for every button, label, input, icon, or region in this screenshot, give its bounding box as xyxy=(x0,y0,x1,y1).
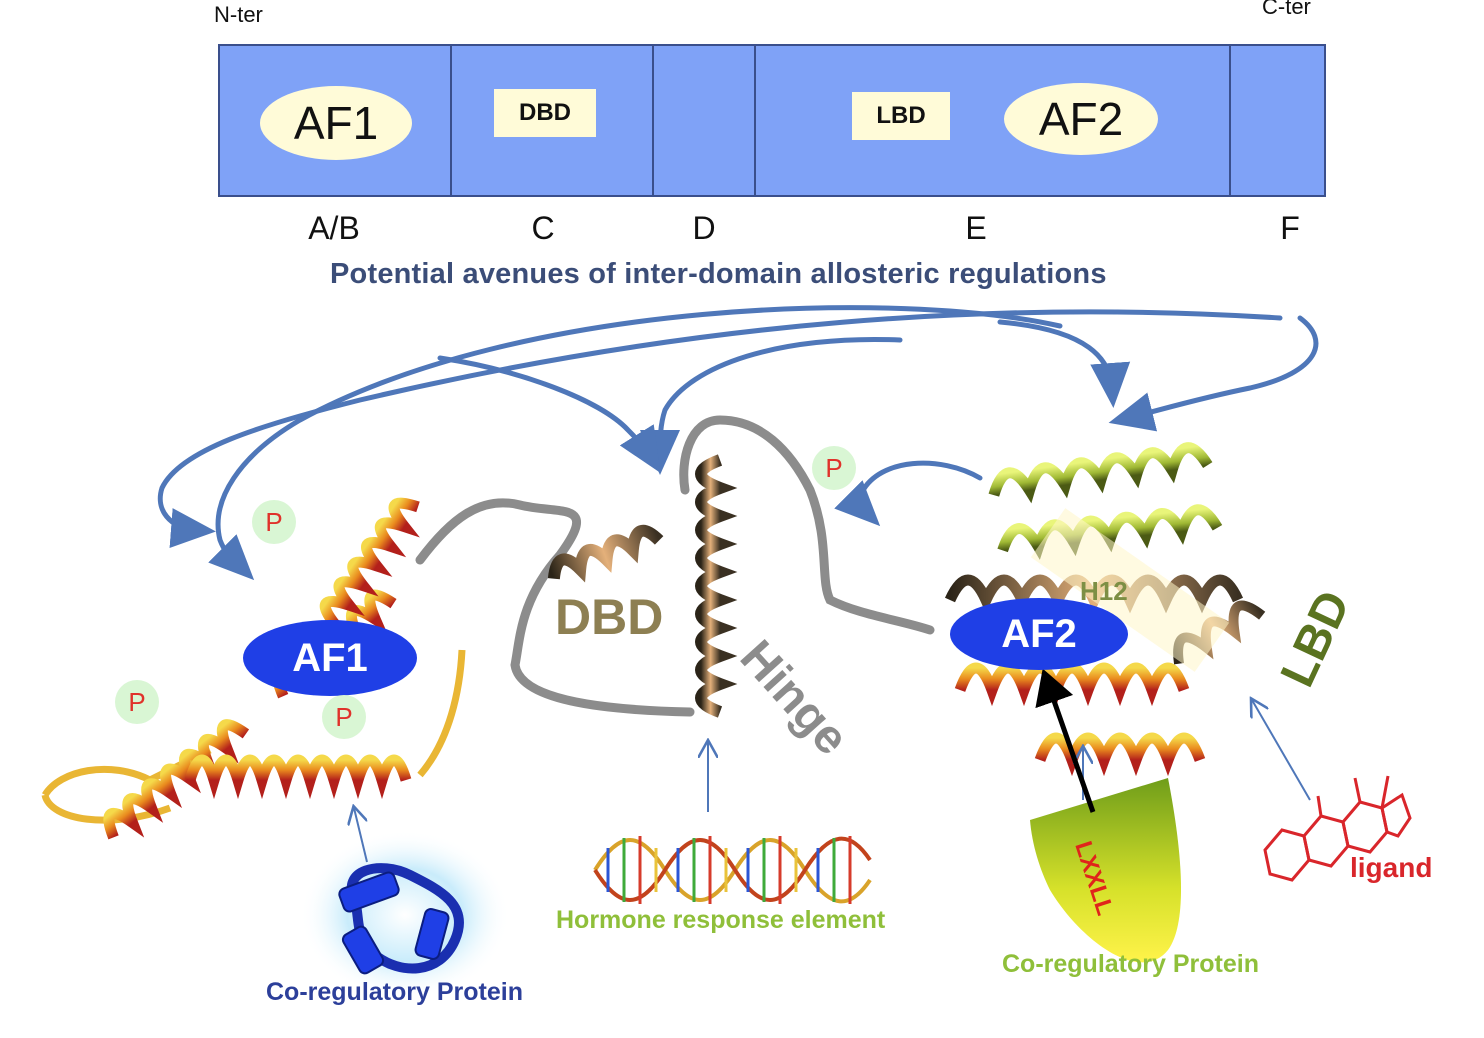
domain-letter-f: F xyxy=(1280,210,1300,246)
domain-divider xyxy=(1229,46,1231,195)
binding-arrow xyxy=(354,808,368,863)
allosteric-arrow xyxy=(208,305,1063,581)
dbd-helix xyxy=(547,524,664,583)
subtitle: Potential avenues of inter-domain allost… xyxy=(330,258,1107,290)
af1-structure-label: AF1 xyxy=(243,620,417,696)
domain-letter-e: E xyxy=(965,210,987,246)
domain-divider xyxy=(450,46,452,195)
af1-coil xyxy=(41,793,172,824)
af2-structure-label: AF2 xyxy=(950,598,1128,670)
dbd-helix xyxy=(695,454,738,718)
dna-strand xyxy=(593,838,872,904)
ligand-bond xyxy=(1353,777,1362,803)
coregulator-cylinder xyxy=(338,871,400,913)
af1-helix xyxy=(103,719,250,840)
allosteric-arrow xyxy=(157,309,1283,549)
af1-helix xyxy=(319,497,420,629)
dna-helix xyxy=(593,836,872,904)
af1-domain-label: AF1 xyxy=(260,86,412,160)
hre-caption: Hormone response element xyxy=(556,906,886,934)
coregulator-right-graphic xyxy=(1030,778,1182,963)
domain-divider xyxy=(652,46,654,195)
domain-divider xyxy=(754,46,756,195)
h12-highlight xyxy=(1030,508,1230,672)
allosteric-arrow xyxy=(834,460,983,527)
lbd-helix xyxy=(1034,732,1206,777)
c-terminus-label: C-ter xyxy=(1262,0,1311,19)
dna-strand xyxy=(593,836,872,902)
allosteric-arrow xyxy=(1108,315,1319,432)
af1-helix xyxy=(184,754,412,800)
lbd-domain-label: LBD xyxy=(852,92,950,140)
dbd-structure-label: DBD xyxy=(555,589,664,645)
coregulator-right-caption: Co-regulatory Protein xyxy=(1002,950,1259,978)
allosteric-arrow xyxy=(437,355,661,473)
phosphorylation-site: P xyxy=(812,446,856,490)
coregulator-left-graphic xyxy=(300,830,510,1000)
domain-letter-d: D xyxy=(692,210,716,246)
phosphorylation-site: P xyxy=(322,695,366,739)
coregulator-cylinder xyxy=(341,925,385,975)
coregulator-cylinder xyxy=(414,908,450,960)
linker-loop xyxy=(679,415,935,635)
domain-letter-c: C xyxy=(531,210,555,246)
n-terminus-label: N-ter xyxy=(214,2,263,27)
phosphorylation-site: P xyxy=(115,680,159,724)
af1-coil xyxy=(42,746,212,798)
coregulator-left-caption: Co-regulatory Protein xyxy=(266,978,523,1006)
af2-domain-label: AF2 xyxy=(1004,83,1158,155)
ligand-ring xyxy=(1263,828,1311,882)
coregulator-glow xyxy=(300,830,510,1000)
ligand-ring xyxy=(1302,814,1350,868)
ligand-ring xyxy=(1380,792,1412,838)
phosphorylation-site: P xyxy=(252,500,296,544)
ligand-label: ligand xyxy=(1350,852,1433,883)
lbd-helix xyxy=(954,662,1190,707)
allosteric-arrows xyxy=(157,305,1319,581)
binding-arrow xyxy=(1252,700,1311,801)
ligand-ring xyxy=(1341,800,1389,854)
domain-bar: AF1 DBD LBD AF2 xyxy=(218,44,1326,197)
ligand-graphic xyxy=(1263,775,1412,882)
h12-label: H12 xyxy=(1080,576,1128,606)
allosteric-arrow xyxy=(997,319,1131,408)
binding-arrows xyxy=(354,700,1311,863)
lbd-helix xyxy=(988,442,1213,504)
lbd-helices xyxy=(944,442,1266,777)
af1-coil xyxy=(417,649,466,778)
lxxll-arrow xyxy=(1035,668,1096,813)
ligand-bond xyxy=(1316,795,1323,817)
dbd-helices xyxy=(547,454,738,718)
domain-letter-ab: A/B xyxy=(308,210,360,246)
dbd-domain-label: DBD xyxy=(494,89,596,137)
ligand-bond xyxy=(1380,775,1390,809)
